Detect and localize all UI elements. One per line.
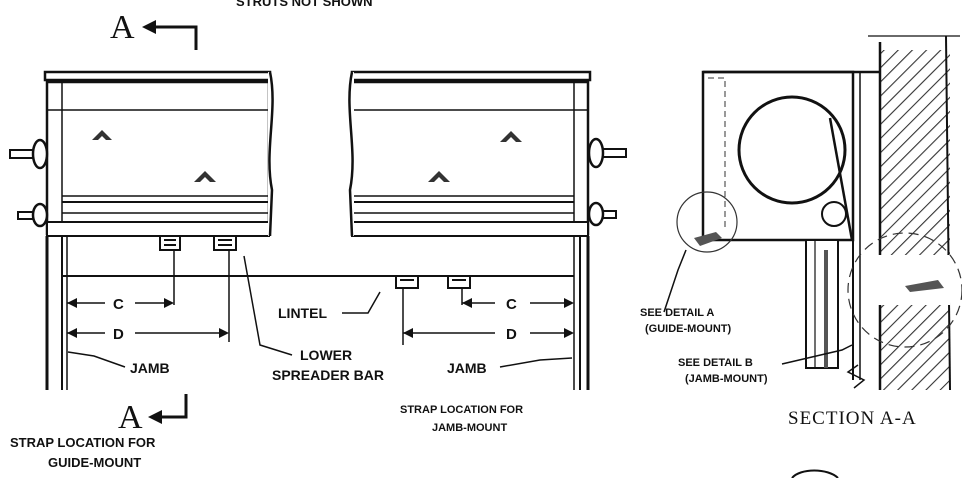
lower-spreader-label-2: SPREADER BAR (272, 367, 384, 383)
top-cut-text: STRUTS NOT SHOWN (236, 0, 373, 9)
detail-b-label-2: (JAMB-MOUNT) (685, 373, 768, 385)
section-letter-top: A (110, 9, 135, 46)
detail-b-circle (847, 232, 962, 348)
dim-label-d: D (506, 326, 517, 343)
dimension-c-right: C (462, 296, 574, 313)
detail-b-label-1: SEE DETAIL B (678, 357, 753, 369)
door-roll-icon (737, 95, 847, 205)
section-marker-top: A (110, 9, 198, 50)
dimension-c-left: C (67, 296, 174, 313)
dimension-d-right: D (403, 326, 574, 343)
strap-brackets-left (159, 235, 237, 342)
strap-guide-label-2: GUIDE-MOUNT (48, 455, 141, 470)
strap-jamb-label-1: STRAP LOCATION FOR (400, 404, 523, 416)
dim-label-c: C (506, 296, 517, 313)
section-view (663, 35, 962, 391)
left-jamb (45, 236, 68, 390)
strap-jamb-label-2: JAMB-MOUNT (432, 422, 507, 434)
section-letter-bottom: A (118, 399, 143, 436)
detail-a-label-2: (GUIDE-MOUNT) (645, 323, 731, 335)
dim-label-d: D (113, 326, 124, 343)
jamb-left-label: JAMB (130, 360, 170, 376)
jamb-right-label: JAMB (447, 360, 487, 376)
panel-arrow-icon (194, 171, 216, 182)
panel-arrow-icon (500, 131, 522, 142)
right-door-panel (348, 70, 627, 237)
dim-label-c: C (113, 296, 124, 313)
spreader-leader (243, 255, 293, 356)
jamb-right-leader (499, 357, 573, 368)
left-door-panel (9, 70, 274, 237)
lower-spreader-label-1: LOWER (300, 347, 352, 363)
lintel-leader (342, 291, 381, 314)
wall-hatch (880, 50, 950, 390)
lintel-label: LINTEL (278, 305, 327, 321)
section-title: SECTION A-A (788, 408, 917, 429)
right-jamb (573, 236, 590, 390)
detail-a-circle (676, 191, 738, 253)
panel-arrow-icon (92, 130, 112, 140)
detail-a-label-1: SEE DETAIL A (640, 307, 714, 319)
section-arrow-top (150, 25, 198, 50)
jamb-left-leader (67, 351, 126, 368)
panel-arrow-icon (428, 171, 450, 182)
strap-guide-label-1: STRAP LOCATION FOR (10, 435, 156, 450)
dimension-d-left: D (67, 326, 229, 343)
section-marker-bottom: A (118, 394, 188, 436)
strap-brackets-right (395, 275, 471, 345)
